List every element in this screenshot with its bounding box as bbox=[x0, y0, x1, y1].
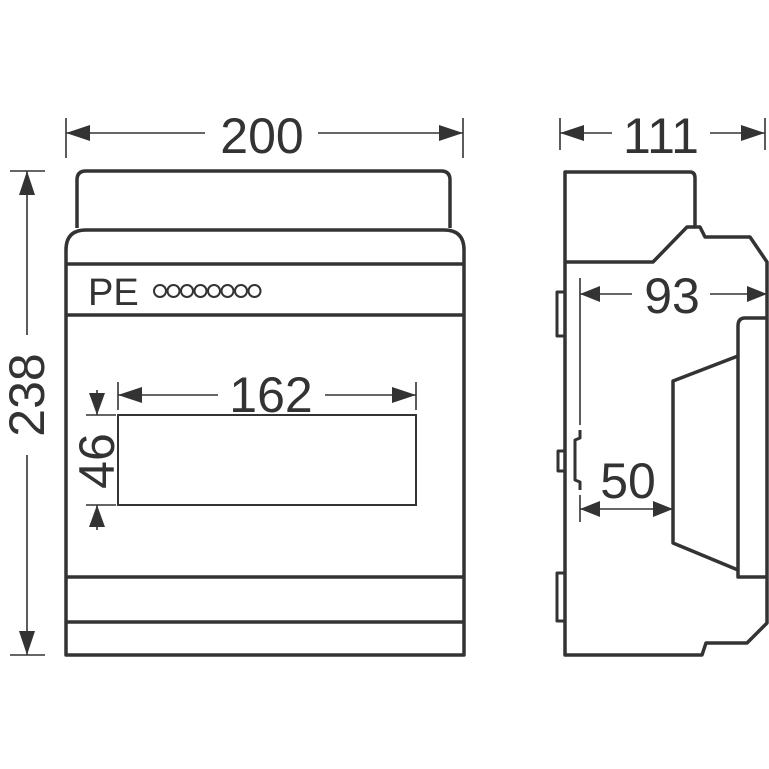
terminal-circle bbox=[193, 284, 208, 298]
wall-clip bbox=[555, 571, 567, 623]
dimension-162: 162 bbox=[117, 367, 417, 423]
arrow-head bbox=[118, 387, 142, 403]
dimension-label: 50 bbox=[600, 453, 656, 509]
dimension-label: 200 bbox=[220, 108, 303, 164]
pe-label: PE bbox=[88, 272, 139, 314]
terminal-circle bbox=[153, 284, 167, 298]
terminal-circle bbox=[166, 284, 181, 298]
arrow-head bbox=[19, 631, 35, 655]
arrow-head bbox=[89, 393, 105, 415]
arrow-head bbox=[741, 125, 765, 141]
arrow-head bbox=[19, 171, 35, 195]
din-rail bbox=[573, 430, 582, 490]
arrow-head bbox=[747, 286, 767, 302]
side-lid-edge bbox=[565, 225, 695, 264]
front-body bbox=[64, 228, 466, 657]
dimension-label: 93 bbox=[644, 268, 700, 324]
dimension-label: 111 bbox=[623, 108, 699, 164]
dimension-46: 46 bbox=[69, 390, 125, 530]
dimension-label: 162 bbox=[229, 367, 312, 423]
side-outline bbox=[563, 170, 769, 657]
dimension-111: 111 bbox=[559, 108, 766, 164]
terminal-circle bbox=[220, 284, 235, 298]
arrow-head bbox=[89, 505, 105, 527]
front-lid bbox=[75, 169, 452, 228]
arrow-head bbox=[66, 125, 90, 141]
dimension-238: 238 bbox=[0, 170, 55, 656]
terminal-circle bbox=[247, 284, 262, 298]
arrow-head bbox=[439, 125, 463, 141]
front-view: PE bbox=[64, 169, 466, 657]
arrow-head bbox=[653, 501, 673, 517]
arrow-head bbox=[560, 125, 584, 141]
arrow-head bbox=[580, 501, 600, 517]
dimension-93: 93 bbox=[579, 268, 767, 425]
terminal-circle bbox=[180, 284, 194, 298]
dimension-200: 200 bbox=[65, 108, 464, 164]
dimension-50: 50 bbox=[579, 453, 673, 522]
pe-terminals bbox=[153, 284, 262, 298]
arrow-head bbox=[580, 286, 600, 302]
side-view bbox=[555, 170, 769, 657]
arrow-head bbox=[392, 387, 416, 403]
wall-clip bbox=[556, 449, 567, 473]
dimension-label: 46 bbox=[69, 433, 125, 489]
side-breaker-profile bbox=[671, 354, 739, 572]
terminal-circle bbox=[234, 284, 248, 298]
side-cover bbox=[736, 316, 767, 579]
label-window bbox=[117, 414, 417, 506]
wall-clip bbox=[555, 290, 567, 338]
dimension-label: 238 bbox=[0, 353, 55, 436]
terminal-circle bbox=[207, 284, 221, 298]
